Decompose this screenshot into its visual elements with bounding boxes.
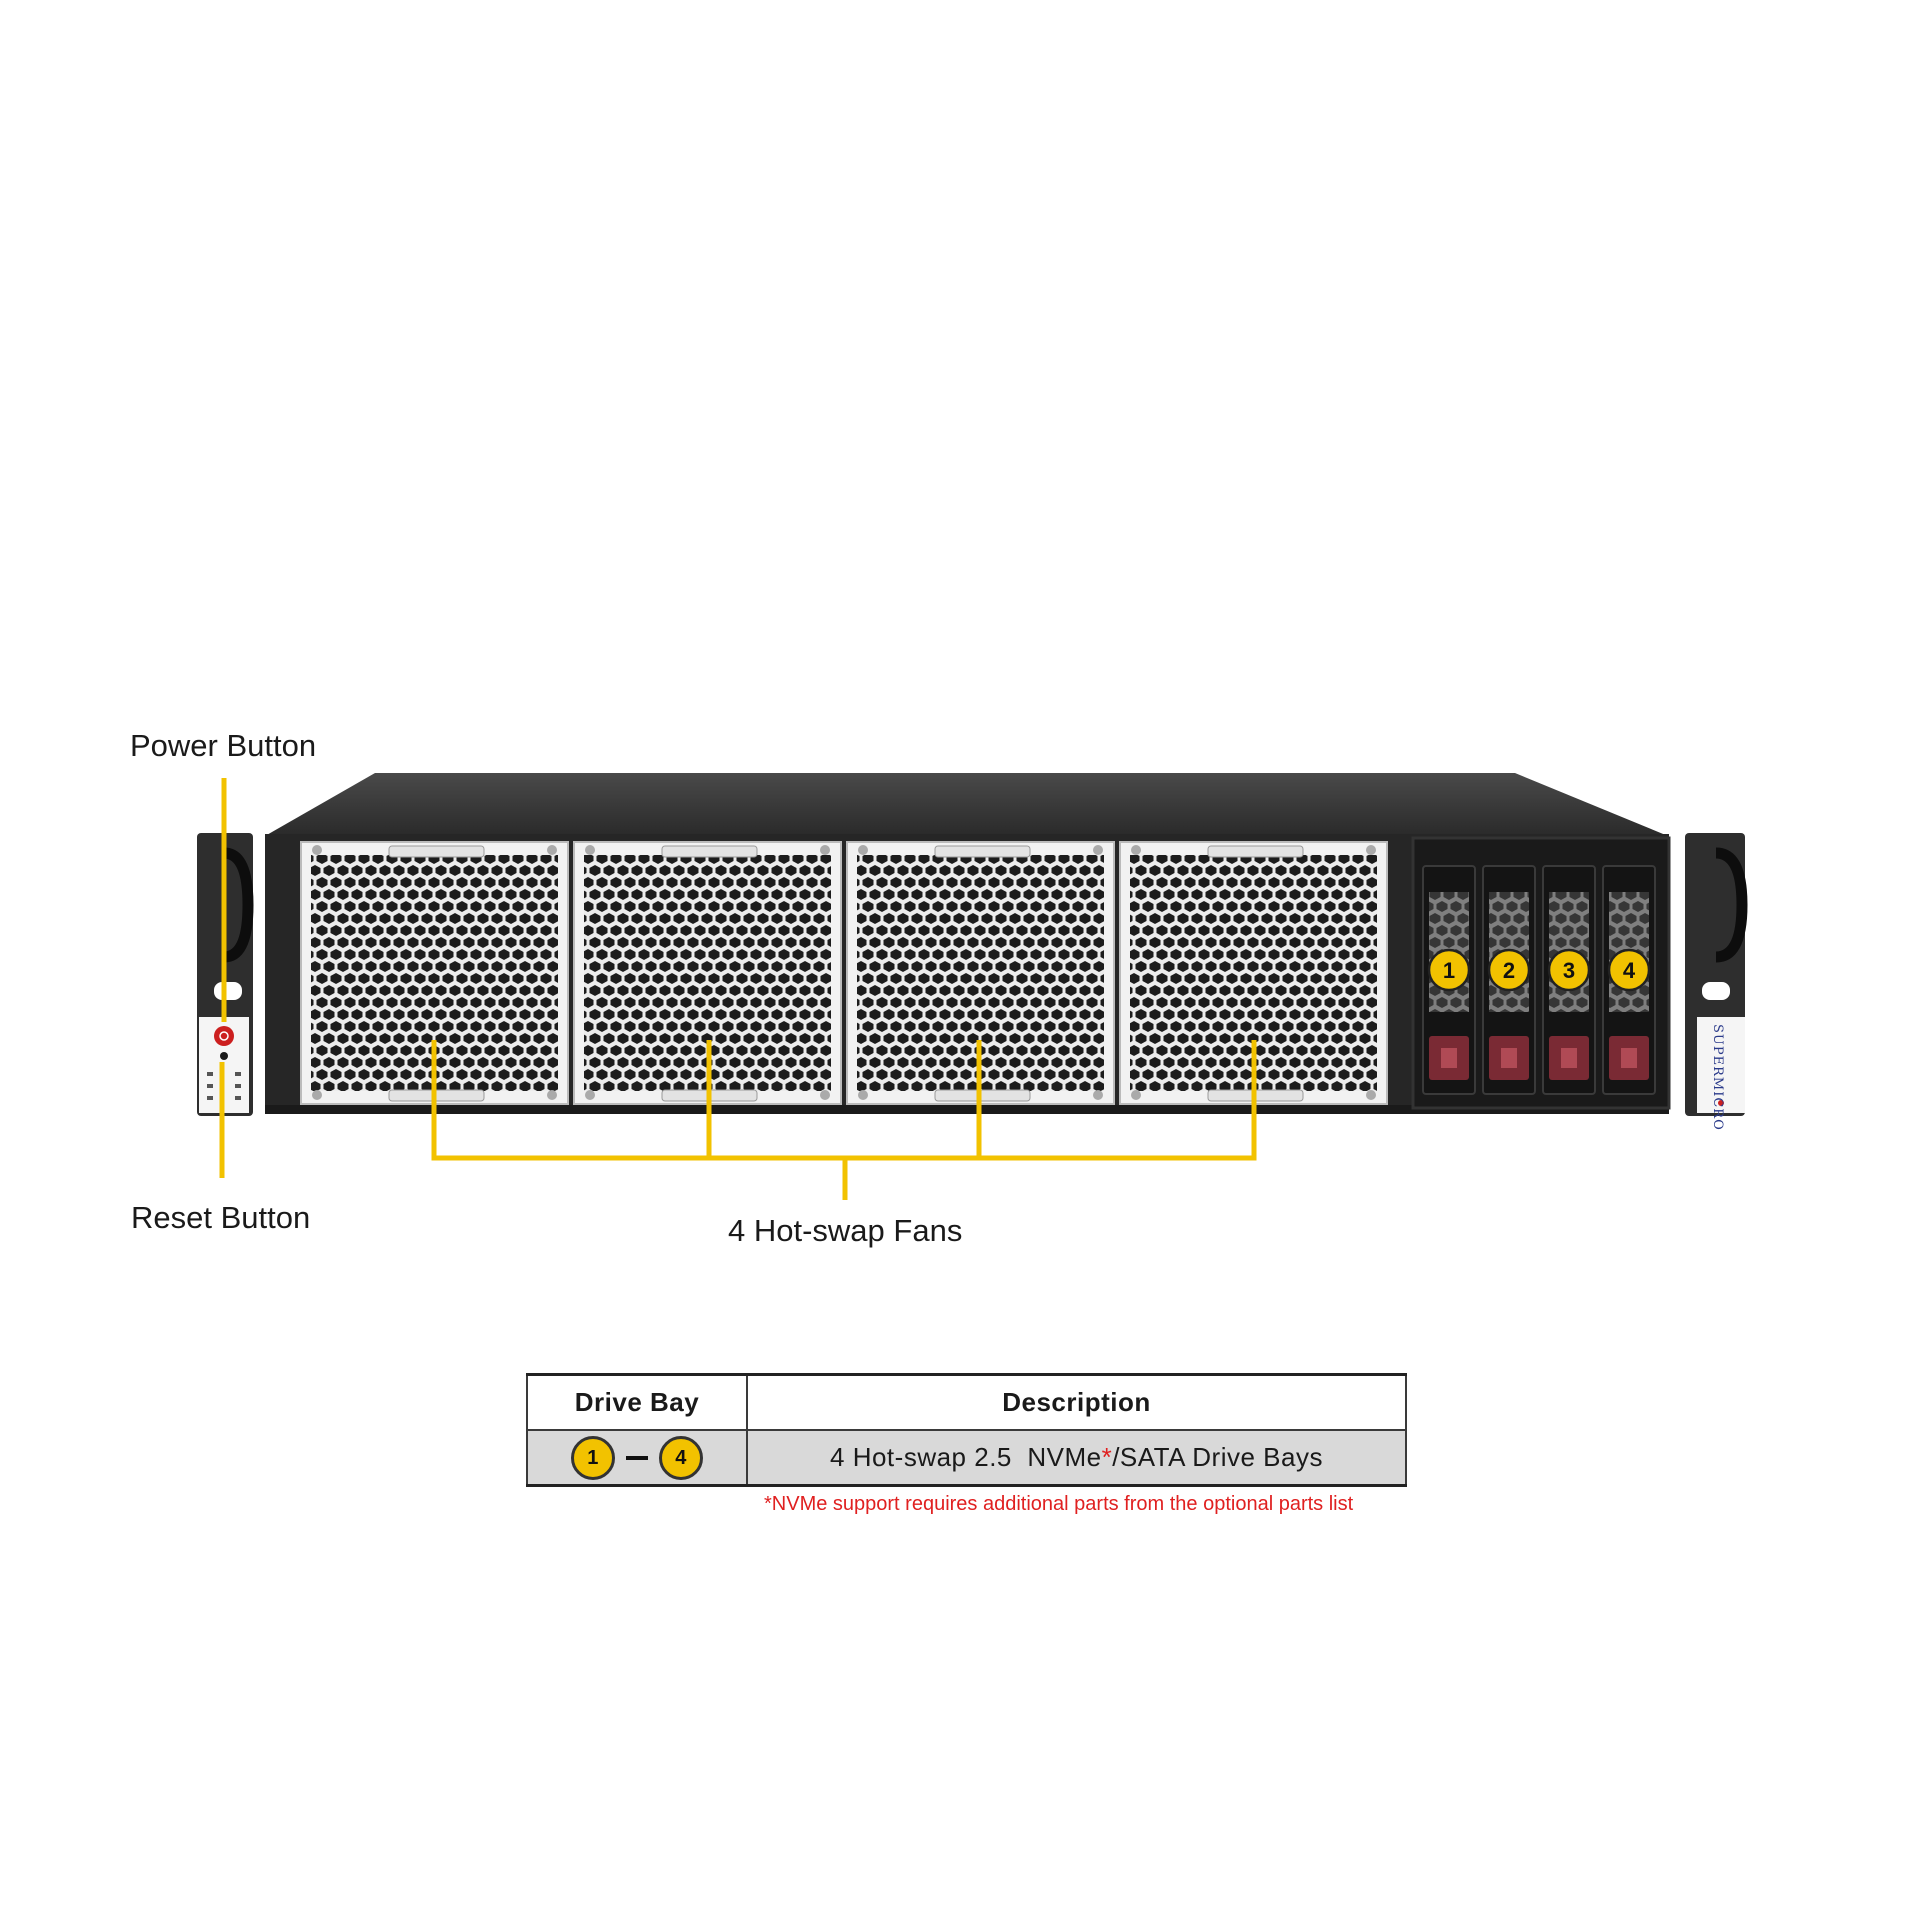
svg-text:4: 4 xyxy=(1623,958,1636,983)
drive-tray-2[interactable] xyxy=(1482,865,1536,1095)
fans-label: 4 Hot-swap Fans xyxy=(728,1213,963,1248)
fan-module-2[interactable] xyxy=(573,841,842,1105)
svg-text:3: 3 xyxy=(1563,958,1575,983)
range-dash xyxy=(626,1455,648,1460)
reset-button[interactable] xyxy=(220,1052,228,1060)
brand-logo: SUPERMICRO xyxy=(1710,1024,1725,1131)
description-asterisk: * xyxy=(1101,1442,1113,1472)
description-cell: 4 Hot-swap 2.5 NVMe*/SATA Drive Bays xyxy=(746,1429,1407,1487)
svg-text:2: 2 xyxy=(1503,958,1515,983)
svg-text:1: 1 xyxy=(1443,958,1455,983)
bay-end-badge: 4 xyxy=(659,1435,703,1480)
drive-bay-badge-3: 3 xyxy=(1547,948,1591,992)
table-header-description: Description xyxy=(746,1373,1407,1431)
drive-tray-3[interactable] xyxy=(1542,865,1596,1095)
table-header-drive-bay: Drive Bay xyxy=(526,1373,748,1431)
nvme-footnote: *NVMe support requires additional parts … xyxy=(764,1493,1354,1515)
reset-button-label: Reset Button xyxy=(131,1200,311,1235)
description-text: 4 Hot-swap 2.5 NVMe xyxy=(830,1442,1102,1472)
callout-lines xyxy=(219,778,1257,1200)
power-button[interactable] xyxy=(214,1026,234,1046)
right-rack-ear xyxy=(1685,833,1748,1116)
fan-module-4[interactable] xyxy=(1119,841,1388,1105)
chassis-top xyxy=(265,773,1668,836)
drive-tray-4[interactable] xyxy=(1602,865,1656,1095)
drive-bay-badge-2: 2 xyxy=(1487,948,1531,992)
bay-start-badge: 1 xyxy=(571,1435,615,1480)
drive-bay-badge-4: 4 xyxy=(1607,948,1651,992)
power-button-label: Power Button xyxy=(130,728,317,763)
drive-bay-badge-1: 1 xyxy=(1427,948,1471,992)
description-text-rest: /SATA Drive Bays xyxy=(1112,1442,1323,1472)
